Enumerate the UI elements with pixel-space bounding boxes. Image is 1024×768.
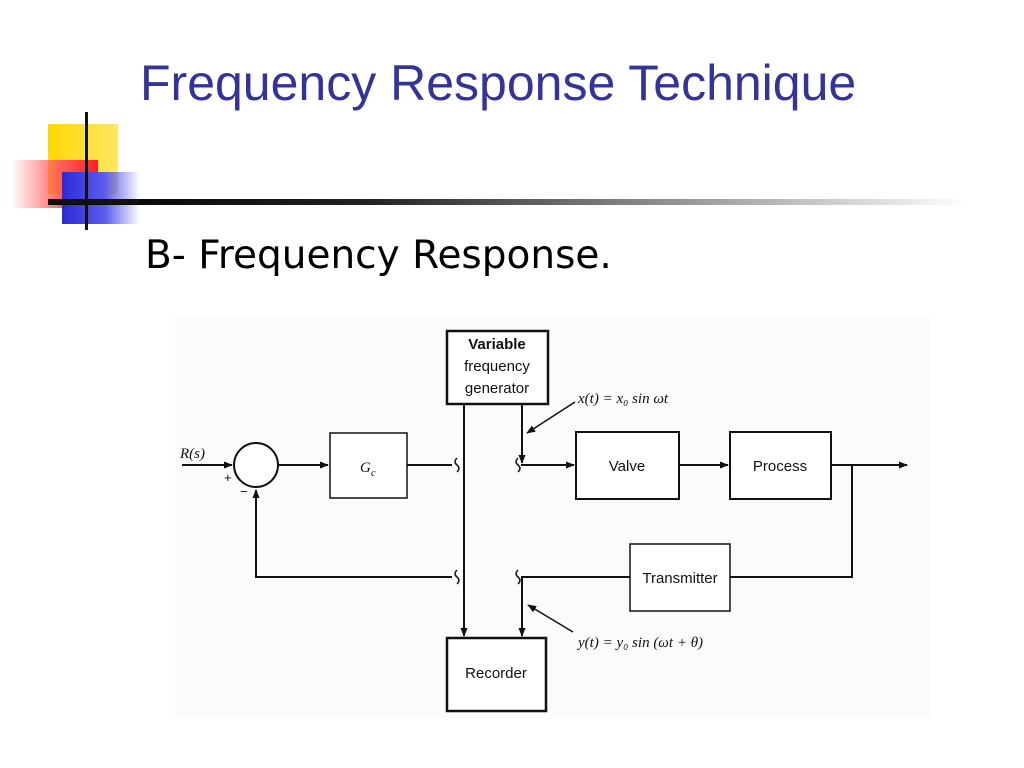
break-mark-lower-right [515, 569, 521, 585]
slide-subtitle: B- Frequency Response. [145, 233, 612, 278]
output-signal-pointer [527, 604, 574, 633]
slide-title: Frequency Response Technique [140, 55, 857, 111]
generator-label-line2: frequency [464, 358, 530, 375]
break-mark-upper-left [454, 457, 460, 473]
recorder-block [445, 636, 548, 713]
generator-label-line1: Variable [468, 336, 526, 353]
diagram-panel [175, 316, 930, 718]
controller-symbol: G [360, 460, 371, 476]
break-mark-lower-left [454, 569, 460, 585]
output-to-transmitter-line [730, 465, 853, 578]
decorative-blue-square [62, 172, 140, 224]
input-signal-equation: x(t) = x₀ sin ωt [577, 391, 669, 407]
controller-subscript: c [371, 467, 376, 479]
transmitter-block [629, 543, 731, 612]
feedback-arrow [252, 489, 452, 578]
input-signal-pointer [526, 401, 576, 434]
valve-block [575, 431, 680, 500]
recorder-label: Recorder [465, 665, 527, 682]
variable-frequency-generator-block [445, 329, 550, 406]
controller-label: Gc [360, 460, 376, 479]
transmitter-label: Transmitter [642, 570, 717, 587]
decorative-vertical-line [85, 112, 88, 230]
break-mark-upper-right [515, 457, 521, 473]
title-underline [48, 199, 968, 205]
plus-sign: + [224, 470, 232, 485]
valve-label: Valve [609, 458, 645, 475]
process-label: Process [753, 458, 807, 475]
generator-label-line3: generator [465, 380, 529, 397]
decorative-horizontal-line [48, 199, 138, 204]
output-signal-equation: y(t) = y₀ sin (ωt + θ) [576, 635, 703, 651]
minus-sign: − [240, 484, 248, 499]
process-block [729, 431, 832, 500]
summing-junction [233, 442, 279, 488]
input-label: R(s) [179, 446, 205, 462]
